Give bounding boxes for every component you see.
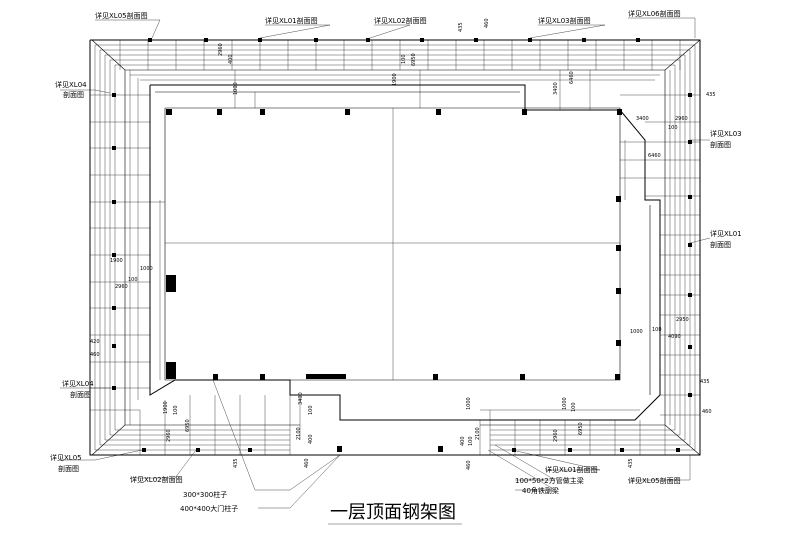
dim-1000-top: 1000 [233, 82, 239, 95]
bottom-band-grid [95, 380, 695, 455]
callout-xl05-bottom-right: 详见XL05剖面图 [628, 476, 681, 485]
callouts: 详见XL05剖面图 详见XL01剖面图 详见XL02剖面图 详见XL03剖面图 … [50, 9, 742, 523]
dim-435-bl: 435 [233, 458, 239, 468]
dim-2960-bl: 2960 [166, 429, 172, 442]
dim-1900-top: 1900 [392, 73, 398, 86]
top-band-grid [95, 40, 695, 110]
callout-column-300: 300*300柱子 [183, 490, 227, 499]
callout-xl05-left-bottom-1: 详见XL05 [50, 453, 82, 462]
callout-xl01-bottom: 详见XL01剖面图 [545, 465, 598, 474]
dim-100-bm: 100 [308, 405, 314, 415]
dim-400-top: 400 [228, 54, 234, 64]
callout-column-400: 400*400大门柱子 [180, 504, 238, 513]
dim-4090-right-b: 4090 [668, 334, 681, 340]
callout-xl04-left-top-2: 剖面图 [63, 90, 84, 99]
drawing-title: 一层顶面钢架图 [330, 502, 456, 523]
callout-xl05-left-bottom-2: 剖面图 [58, 464, 79, 473]
dim-6460-right: 6460 [648, 153, 661, 159]
columns [112, 38, 692, 452]
dim-2960-br: 2960 [553, 429, 559, 442]
dim-100-br2: 100 [571, 402, 577, 412]
dim-400-bm: 400 [308, 434, 314, 444]
dim-3400-top: 3400 [553, 82, 559, 95]
callout-angle-iron: 40角铁副梁 [522, 486, 559, 495]
dim-460-left: 460 [90, 352, 100, 358]
right-band-grid [620, 45, 700, 450]
dim-3400-right: 3400 [636, 116, 649, 122]
dim-3400-bm: 3400 [298, 392, 304, 405]
callout-main-beam: 100*50*2方管做主梁 [515, 476, 584, 485]
dim-6950-bl: 6950 [185, 419, 191, 432]
dim-1000-br: 1000 [466, 397, 472, 410]
dim-420-left: 420 [90, 339, 100, 345]
dim-1000-left: 1000 [140, 266, 153, 272]
dim-1000-br2: 1000 [562, 397, 568, 410]
dim-100-top: 100 [401, 54, 407, 64]
callout-xl04-left-bottom-2: 剖面图 [70, 390, 91, 399]
callout-xl03-right-2: 剖面图 [710, 140, 731, 149]
dim-460-br: 460 [466, 460, 472, 470]
leader-lines [60, 17, 711, 525]
dim-100-bl: 100 [173, 405, 179, 415]
dim-100-left: 100 [128, 277, 138, 283]
dim-1900-bl: 1900 [163, 401, 169, 414]
dim-1900-left: 1900 [110, 258, 123, 264]
dim-6460-top: 6460 [569, 71, 575, 84]
dim-100-right: 100 [668, 125, 678, 131]
dimensions: 435 460 2960 400 1000 1900 100 6950 3400… [90, 18, 716, 470]
dim-435-br: 435 [628, 458, 634, 468]
dim-2960-left: 2960 [115, 284, 128, 290]
callout-xl03-right-1: 详见XL03 [710, 129, 742, 138]
dim-2960-right: 2960 [675, 116, 688, 122]
dim-100-br: 100 [468, 436, 474, 446]
callout-xl03-top: 详见XL03剖面图 [538, 16, 591, 25]
dim-6950-br: 6950 [578, 422, 584, 435]
dim-100-right-b: 100 [652, 327, 662, 333]
dim-460-top: 460 [484, 18, 490, 28]
callout-xl02-top: 详见XL02剖面图 [374, 16, 427, 25]
dim-435-top: 435 [458, 22, 464, 32]
dim-2100-bm: 2100 [296, 427, 302, 440]
dim-460-bm: 460 [304, 458, 310, 468]
dim-2960-top: 2960 [218, 43, 224, 56]
callout-xl01-top: 详见XL01剖面图 [265, 16, 318, 25]
dim-435-right-b: 435 [700, 379, 710, 385]
dim-2950-right-b: 2950 [676, 317, 689, 323]
dim-400-br: 400 [460, 436, 466, 446]
dim-6950-top: 6950 [411, 53, 417, 66]
dim-435-right: 435 [706, 92, 716, 98]
dim-2100-br: 2100 [475, 427, 481, 440]
dim-460-right-b: 460 [702, 409, 712, 415]
inner-frame [149, 84, 661, 421]
callout-xl04-left-top-1: 详见XL04 [55, 80, 87, 89]
callout-xl01-right-2: 剖面图 [710, 240, 731, 249]
outer-frame [89, 39, 701, 456]
left-band-grid [90, 45, 165, 450]
callout-xl04-left-bottom-1: 详见XL04 [62, 379, 94, 388]
callout-xl02-bottom: 详见XL02剖面图 [130, 475, 183, 484]
callout-xl01-right-1: 详见XL01 [710, 229, 742, 238]
callout-xl05-top: 详见XL05剖面图 [95, 11, 148, 20]
dim-1000-right-b: 1000 [630, 329, 643, 335]
callout-xl06-top: 详见XL06剖面图 [628, 9, 681, 18]
